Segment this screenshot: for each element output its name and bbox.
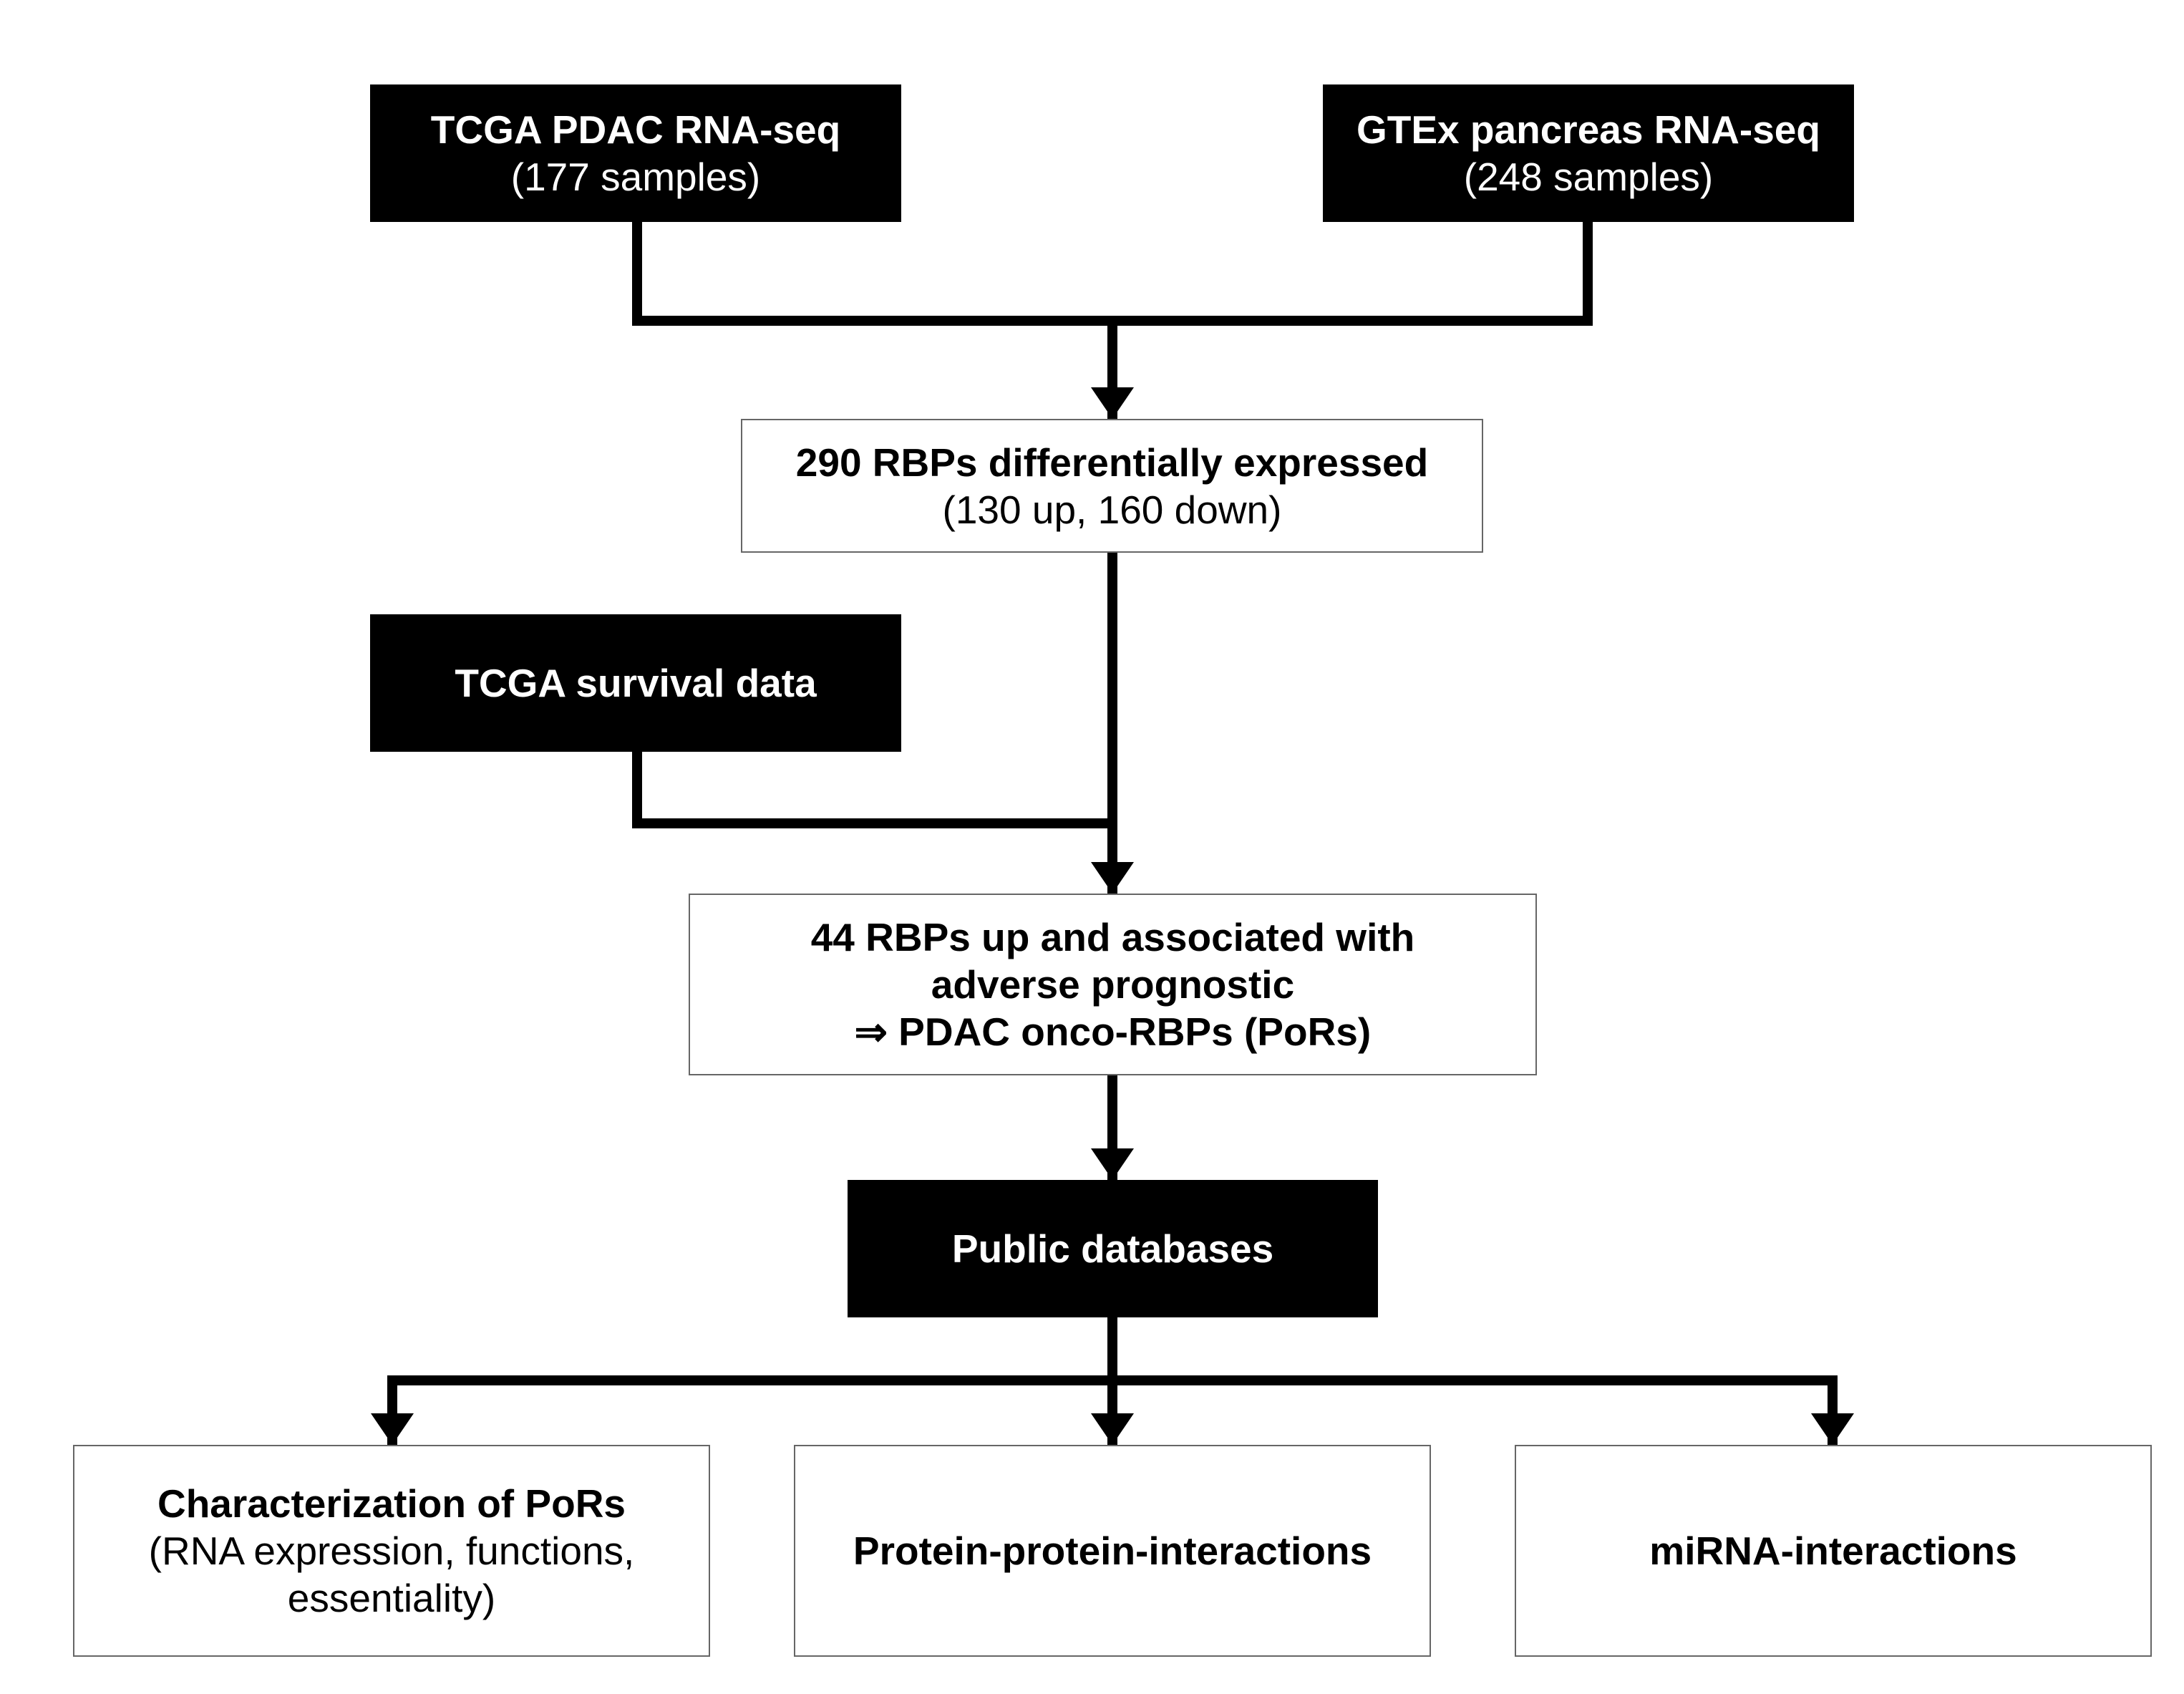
tcga-rnaseq-subtitle: (177 samples) [510, 155, 761, 199]
characterization-box: Characterization of PoRs (RNA expression… [73, 1445, 710, 1657]
tcga-survival-title: TCGA survival data [455, 661, 817, 705]
gtex-rnaseq-title: GTEx pancreas RNA-seq [1356, 107, 1820, 152]
tcga-survival-box: TCGA survival data [370, 614, 901, 752]
survival-connector [632, 747, 1117, 828]
onco-rbps-box: 44 RBPs up and associated with adverse p… [689, 894, 1537, 1075]
tcga-rnaseq-title: TCGA PDAC RNA-seq [430, 107, 841, 152]
ppi-box: Protein-protein-interactions [794, 1445, 1431, 1657]
characterization-title: Characterization of PoRs [157, 1481, 626, 1526]
characterization-line2: (RNA expression, functions, [148, 1529, 635, 1573]
ppi-title: Protein-protein-interactions [853, 1529, 1372, 1573]
tcga-rnaseq-connector [632, 217, 1593, 326]
characterization-line3: essentiality) [287, 1576, 496, 1620]
gtex-rnaseq-box: GTEx pancreas RNA-seq (248 samples) [1323, 84, 1854, 222]
mirna-title: miRNA-interactions [1649, 1529, 2017, 1573]
rbps-differential-subtitle: (130 up, 160 down) [942, 487, 1282, 532]
rbps-differential-title: 290 RBPs differentially expressed [795, 440, 1429, 485]
onco-rbps-line2: adverse prognostic [931, 962, 1295, 1007]
tcga-rnaseq-box: TCGA PDAC RNA-seq (177 samples) [370, 84, 901, 222]
onco-rbps-line3: ⇒ PDAC onco-RBPs (PoRs) [854, 1010, 1372, 1054]
mirna-box: miRNA-interactions [1515, 1445, 2152, 1657]
public-databases-title: Public databases [951, 1226, 1274, 1271]
onco-rbps-line1: 44 RBPs up and associated with [810, 915, 1415, 959]
public-databases-box: Public databases [848, 1180, 1378, 1317]
rbps-differential-box: 290 RBPs differentially expressed (130 u… [741, 419, 1483, 553]
gtex-rnaseq-subtitle: (248 samples) [1463, 155, 1714, 199]
